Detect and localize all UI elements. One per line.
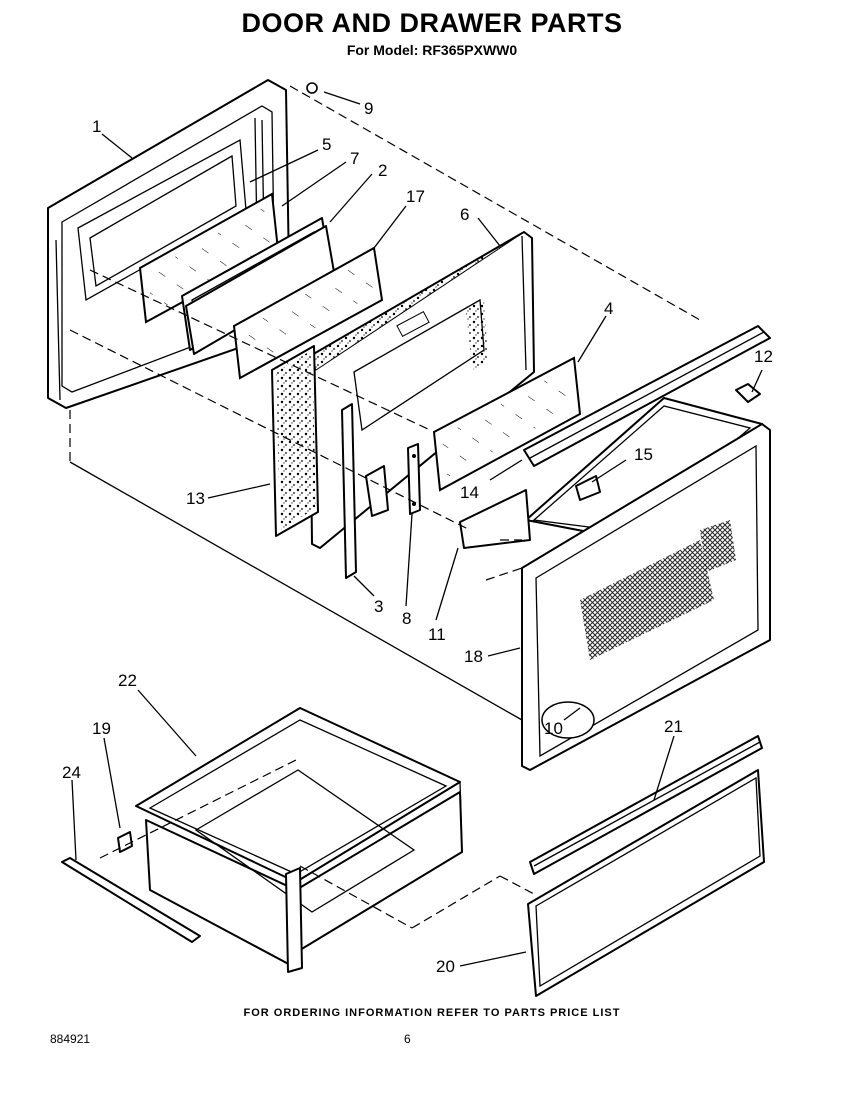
callout-8: 8 xyxy=(402,609,411,628)
leader-lines xyxy=(71,91,763,967)
page-number: 6 xyxy=(404,1032,411,1046)
hinge-12 xyxy=(735,383,761,403)
model-subtitle: For Model: RF365PXWW0 xyxy=(346,42,518,58)
callout-4: 4 xyxy=(604,299,613,318)
drawer-trim-21 xyxy=(529,735,763,875)
drawer-front-20 xyxy=(527,769,765,997)
screw-9 xyxy=(306,82,318,94)
clip-19 xyxy=(117,831,133,853)
callout-20: 20 xyxy=(436,957,455,976)
callout-2: 2 xyxy=(378,161,387,180)
insulation-13 xyxy=(271,345,319,537)
assembly-lines xyxy=(69,85,701,929)
callout-17: 17 xyxy=(406,187,425,206)
callout-10: 10 xyxy=(544,719,563,738)
slide-rail-24 xyxy=(61,857,201,943)
callout-12: 12 xyxy=(754,347,773,366)
plate-11 xyxy=(459,489,531,549)
callout-5: 5 xyxy=(322,135,331,154)
callout-24: 24 xyxy=(62,763,81,782)
callout-15: 15 xyxy=(634,445,653,464)
trim-rail xyxy=(523,325,771,467)
inner-door-liner xyxy=(309,231,535,549)
glass-panel-4 xyxy=(432,356,582,492)
callout-9: 9 xyxy=(364,99,373,118)
drawer-body-22 xyxy=(135,707,463,973)
clip-15 xyxy=(575,475,601,501)
callout-11: 11 xyxy=(428,625,446,644)
callout-21: 21 xyxy=(664,717,683,736)
callout-19: 19 xyxy=(92,719,111,738)
document-number: 884921 xyxy=(50,1032,91,1046)
callout-6: 6 xyxy=(460,205,469,224)
front-panel-18 xyxy=(521,423,771,771)
channel-strip-3 xyxy=(341,403,357,579)
callout-14: 14 xyxy=(460,483,479,502)
callout-1: 1 xyxy=(92,117,101,136)
bracket-small xyxy=(365,465,389,517)
callout-18: 18 xyxy=(464,647,483,666)
callout-13: 13 xyxy=(186,489,205,508)
callout-3: 3 xyxy=(374,597,383,616)
hinge-strip-8 xyxy=(407,443,421,515)
callout-labels: 1 2 3 4 5 6 7 8 9 10 11 12 13 14 15 17 1… xyxy=(62,99,773,976)
glass-panel-17 xyxy=(232,246,384,380)
callout-7: 7 xyxy=(350,149,359,168)
ordering-note: FOR ORDERING INFORMATION REFER TO PARTS … xyxy=(243,1007,621,1019)
diagram-title: DOOR AND DRAWER PARTS xyxy=(241,8,623,38)
callout-22: 22 xyxy=(118,671,137,690)
